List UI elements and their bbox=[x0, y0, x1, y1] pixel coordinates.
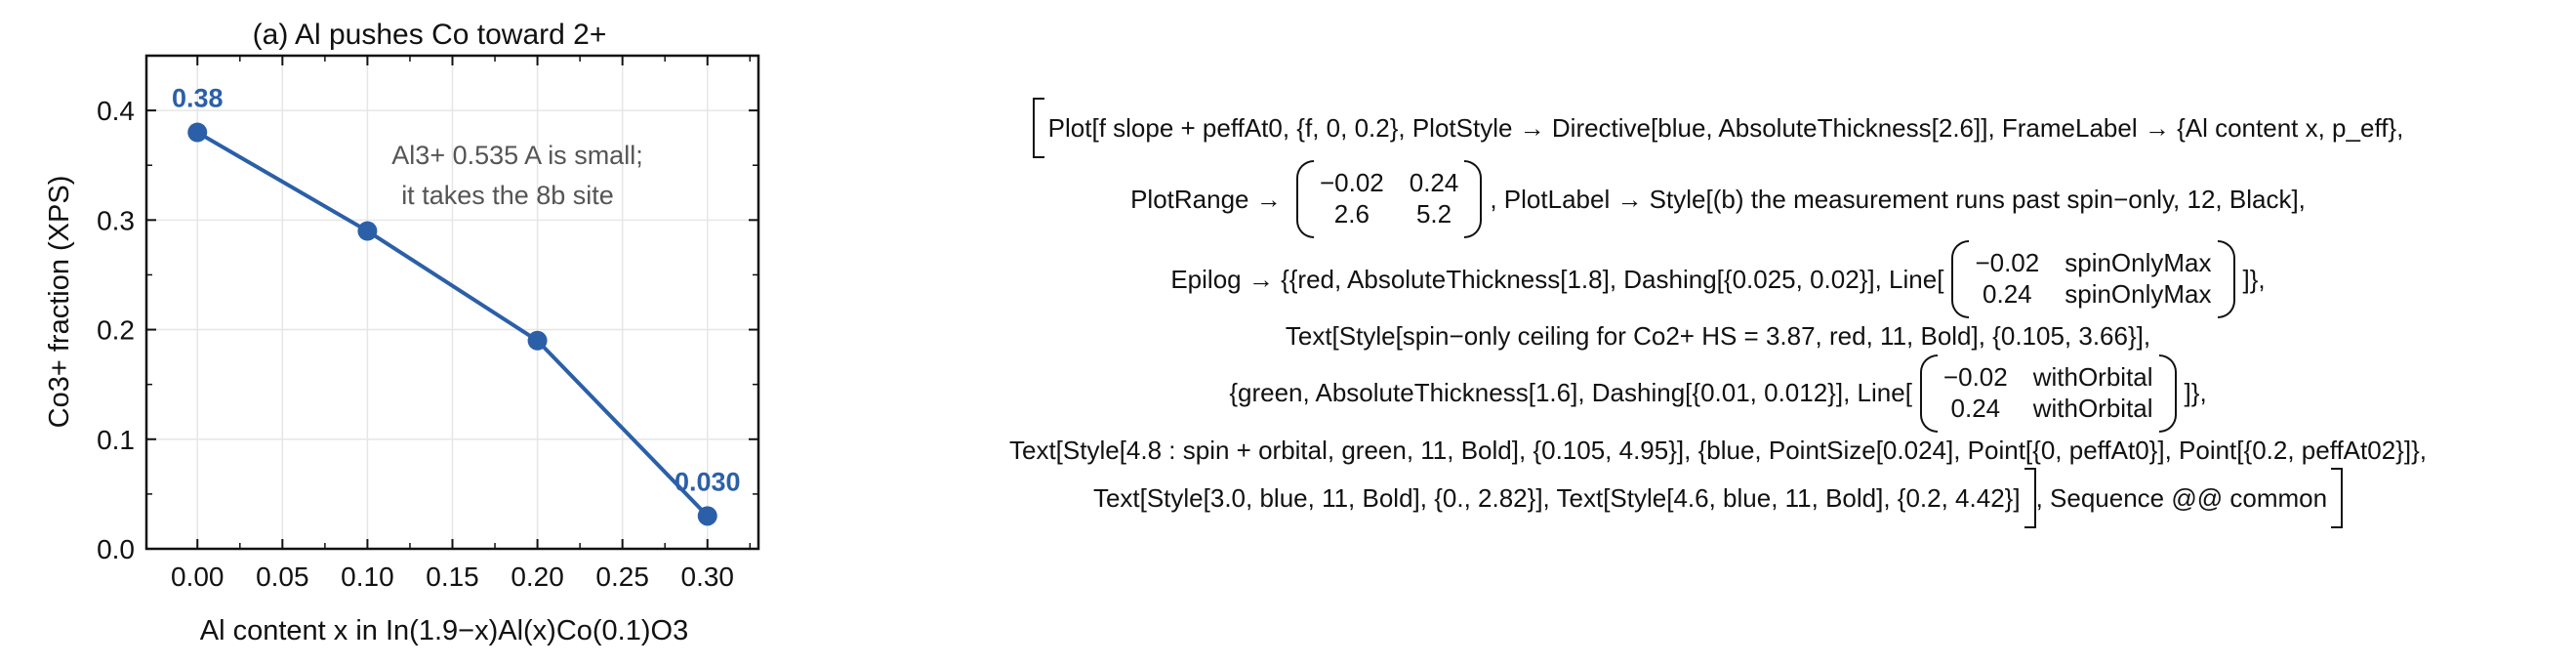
code-text: PlotRange → bbox=[1130, 184, 1288, 214]
x-axis-label: Al content x in In(1.9−x)Al(x)Co(0.1)O3 bbox=[200, 615, 688, 646]
code-text: Text[Style[spin−only ceiling for Co2+ HS… bbox=[1285, 321, 2151, 351]
matrix-cell: 5.2 bbox=[1415, 199, 1452, 229]
x-tick-label: 0.10 bbox=[341, 562, 394, 592]
code-text: Text[Style[3.0, blue, 11, Bold], {0., 2.… bbox=[1092, 482, 2021, 513]
grid-lines bbox=[146, 56, 758, 550]
matrix-cell: 0.24 bbox=[1983, 279, 2032, 309]
matrix-cell: spinOnlyMax bbox=[2065, 279, 2212, 309]
epilog-close-bracket bbox=[2024, 468, 2036, 528]
annotation-line-2: it takes the 8b site bbox=[401, 181, 614, 210]
x-tick-label: 0.30 bbox=[681, 562, 735, 592]
with-orbital-matrix: −0.02 withOrbital 0.24 withOrbital bbox=[1919, 354, 2177, 433]
y-tick-label: 0.3 bbox=[97, 205, 135, 235]
matrix-cell: withOrbital bbox=[2032, 393, 2153, 423]
y-tick-label: 0.0 bbox=[97, 534, 135, 564]
series-line-layer: 0.38 0.030 bbox=[172, 84, 741, 526]
y-axis-label: Co3+ fraction (XPS) bbox=[44, 176, 75, 429]
spin-only-matrix: −0.02 spinOnlyMax 0.24 spinOnlyMax bbox=[1951, 240, 2235, 318]
code-text: , PlotLabel → Style[(b) the measurement … bbox=[1490, 184, 2306, 214]
code-text: ]}, bbox=[2184, 378, 2207, 408]
code-text: Plot[f slope + peffAt0, {f, 0, 0.2}, Plo… bbox=[1047, 112, 2404, 143]
code-text: Epilog → {{red, AbsoluteThickness[1.8], … bbox=[1170, 264, 1944, 294]
x-tick-label: 0.25 bbox=[595, 562, 649, 592]
plot-range-matrix: −0.02 0.24 2.6 5.2 bbox=[1295, 160, 1483, 238]
x-tick-label: 0.15 bbox=[426, 562, 479, 592]
data-label: 0.030 bbox=[675, 467, 741, 496]
matrix-grid: −0.02 withOrbital 0.24 withOrbital bbox=[1938, 361, 2159, 424]
x-tick-label: 0.00 bbox=[171, 562, 225, 592]
data-point bbox=[187, 122, 208, 143]
matrix-grid: −0.02 0.24 2.6 5.2 bbox=[1314, 168, 1464, 229]
code-text: ]}, bbox=[2242, 264, 2266, 294]
code-line-1: Plot[f slope + peffAt0, {f, 0, 0.2}, Plo… bbox=[879, 98, 2557, 158]
paren-left bbox=[1295, 160, 1314, 238]
code-panel: Plot[f slope + peffAt0, {f, 0, 0.2}, Plo… bbox=[879, 98, 2557, 530]
x-tick-label: 0.05 bbox=[256, 562, 309, 592]
matrix-grid: −0.02 spinOnlyMax 0.24 spinOnlyMax bbox=[1969, 248, 2217, 310]
y-tick-label: 0.4 bbox=[97, 96, 135, 126]
code-text: {green, AbsoluteThickness[1.6], Dashing[… bbox=[1229, 378, 1912, 408]
code-line-5: {green, AbsoluteThickness[1.6], Dashing[… bbox=[879, 354, 2557, 433]
matrix-cell: −0.02 bbox=[1319, 168, 1384, 198]
paren-left bbox=[1951, 240, 1970, 318]
code-line-3: Epilog → {{red, AbsoluteThickness[1.8], … bbox=[879, 240, 2557, 318]
paren-right bbox=[2158, 354, 2177, 433]
data-label: 0.38 bbox=[172, 84, 224, 113]
matrix-cell: 0.24 bbox=[1409, 168, 1459, 198]
paren-right bbox=[2217, 240, 2235, 318]
code-text: Text[Style[4.8 : spin + orbital, green, … bbox=[1009, 435, 2427, 465]
matrix-cell: 0.24 bbox=[1950, 393, 2001, 423]
x-tick-label: 0.20 bbox=[511, 562, 564, 592]
code-line-7: Text[Style[3.0, blue, 11, Bold], {0., 2.… bbox=[879, 468, 2557, 528]
y-tick-label: 0.1 bbox=[97, 425, 135, 455]
data-point bbox=[697, 506, 717, 526]
chart: 0.00 0.05 0.10 0.15 0.20 0.25 0.30 0.0 0.1 0.2 0.3… bbox=[44, 19, 760, 646]
axis-ticks: 0.00 0.05 0.10 0.15 0.20 0.25 0.30 0.0 0.1 0.2 0.3… bbox=[97, 55, 758, 592]
plot-open-bracket bbox=[1032, 98, 1044, 158]
chart-title: (a) Al pushes Co toward 2+ bbox=[253, 19, 607, 51]
y-tick-label: 0.2 bbox=[97, 315, 135, 346]
data-point bbox=[357, 221, 378, 241]
series-line bbox=[196, 130, 710, 518]
paren-right bbox=[1464, 160, 1483, 238]
matrix-cell: −0.02 bbox=[1975, 248, 2040, 278]
data-point bbox=[527, 330, 548, 351]
paren-left bbox=[1919, 354, 1938, 433]
code-line-6: Text[Style[4.8 : spin + orbital, green, … bbox=[879, 435, 2557, 467]
annotation-line-1: Al3+ 0.535 A is small; bbox=[391, 141, 642, 170]
code-line-4: Text[Style[spin−only ceiling for Co2+ HS… bbox=[879, 320, 2557, 353]
plot-close-bracket bbox=[2331, 468, 2344, 528]
code-line-2: PlotRange → −0.02 0.24 2.6 5.2 , PlotLab… bbox=[879, 160, 2557, 238]
matrix-cell: 2.6 bbox=[1333, 199, 1370, 229]
matrix-cell: withOrbital bbox=[2032, 361, 2153, 392]
matrix-cell: −0.02 bbox=[1942, 361, 2008, 392]
matrix-cell: spinOnlyMax bbox=[2065, 248, 2212, 278]
code-text: , Sequence @@ common bbox=[2035, 482, 2328, 513]
